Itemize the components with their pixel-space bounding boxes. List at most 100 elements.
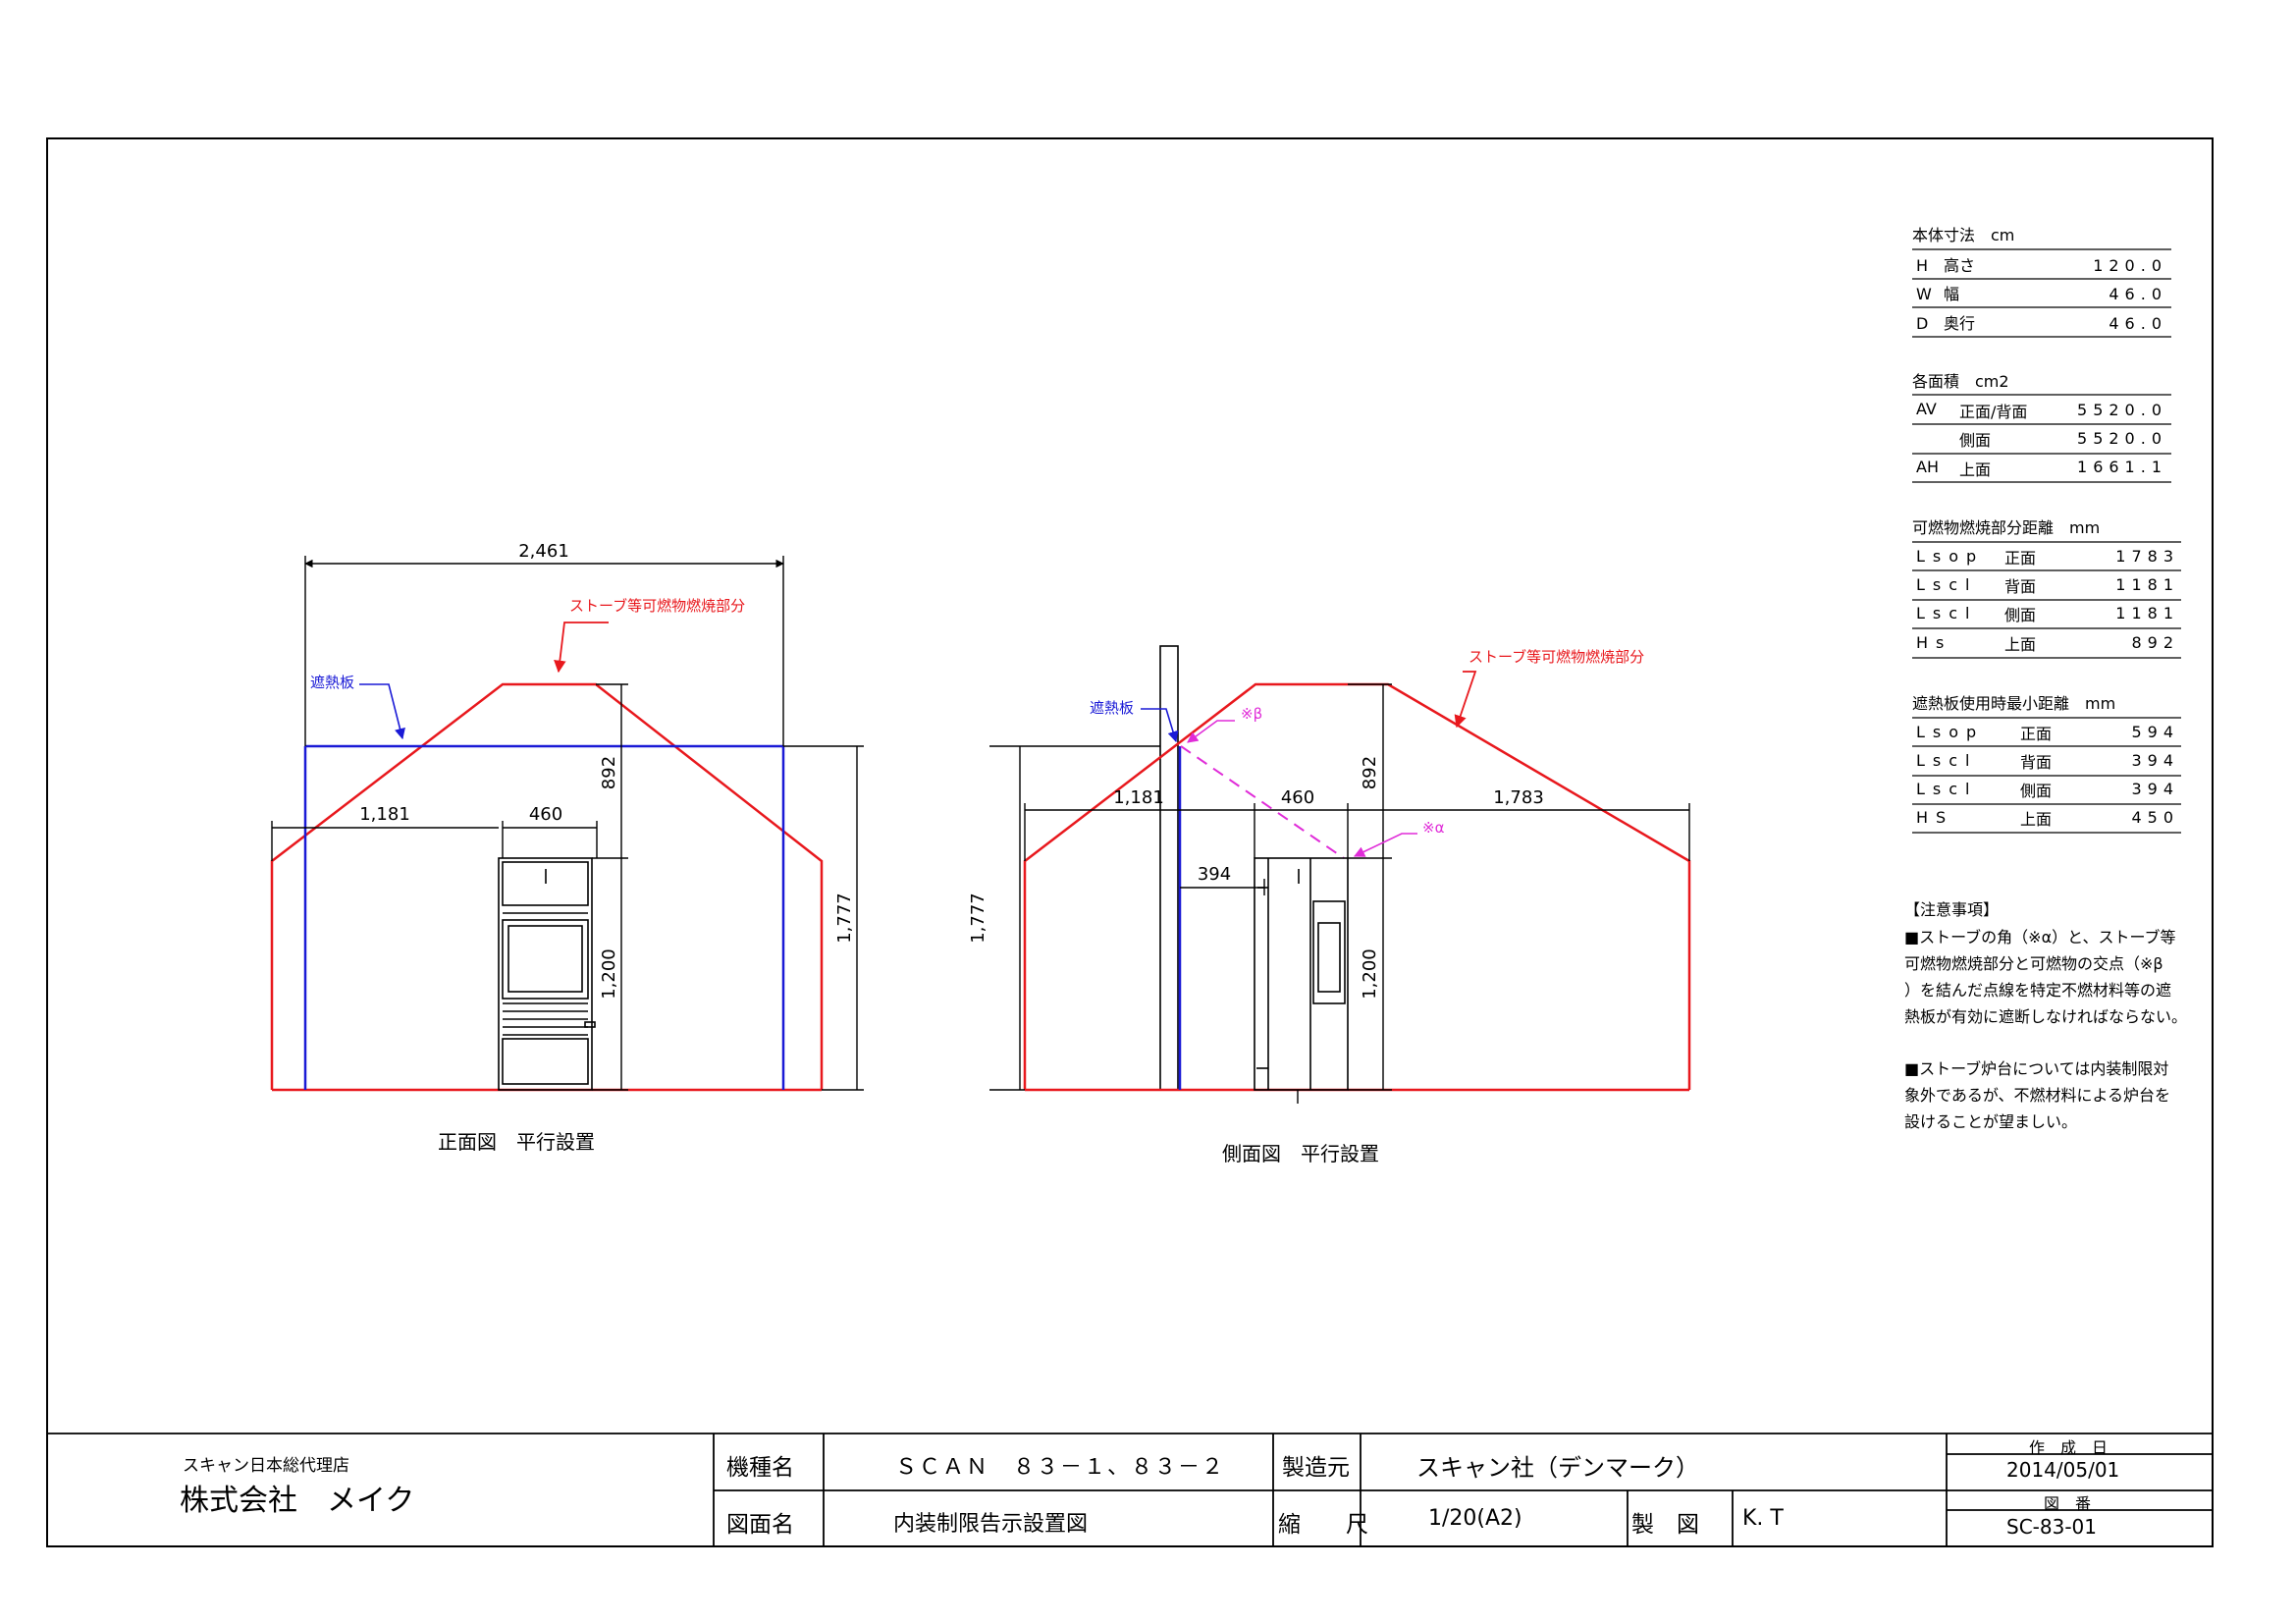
spec-distance-value: 892 bbox=[2131, 633, 2179, 652]
front-combustion-leader bbox=[554, 622, 609, 674]
spec-area-value: 5520.0 bbox=[2077, 401, 2167, 419]
note-line: 設けることが望ましい。 bbox=[1904, 1112, 2077, 1131]
note-line: ）を結んだ点線を特定不燃材料等の遮 bbox=[1904, 981, 2171, 1000]
side-dim-total: 1,777 bbox=[968, 893, 988, 944]
side-beta-mark: ※β bbox=[1241, 705, 1262, 723]
date-value: 2014/05/01 bbox=[2006, 1458, 2120, 1482]
spec-body-label: 高さ bbox=[1944, 256, 1975, 275]
side-beta-leader bbox=[1187, 720, 1235, 743]
drawing-label: 図面名 bbox=[726, 1512, 794, 1538]
drafter-label: 製 図 bbox=[1631, 1512, 1699, 1538]
spec-area-code: AH bbox=[1916, 458, 1939, 476]
date-label: 作 成 日 bbox=[2029, 1438, 2109, 1457]
spec-body-table: 本体寸法 cm H 高さ 120.0 W 幅 46.0 D 奥行 46.0 bbox=[1912, 226, 2171, 338]
side-shield-sightline bbox=[1180, 745, 1345, 859]
front-shield-callout: 遮熱板 bbox=[310, 674, 354, 691]
spec-shield-label: 側面 bbox=[2020, 782, 2052, 800]
spec-body-value: 120.0 bbox=[2093, 256, 2167, 275]
scale-value: 1/20(A2) bbox=[1428, 1506, 1522, 1531]
side-shield-callout: 遮熱板 bbox=[1090, 699, 1134, 717]
front-dim-width: 2,461 bbox=[518, 541, 569, 562]
side-dim-stove-height: 1,200 bbox=[1360, 948, 1380, 1000]
spec-area-table: 各面積 cm2 AV 正面/背面 5520.0 側面 5520.0 AH 上面 … bbox=[1912, 372, 2171, 483]
side-dim-front: 1,783 bbox=[1493, 787, 1544, 808]
front-dim-total: 1,777 bbox=[834, 893, 855, 944]
spec-body-value: 46.0 bbox=[2109, 285, 2167, 303]
spec-distance-label: 側面 bbox=[2004, 606, 2036, 624]
spec-distance-code: Lscl bbox=[1916, 575, 1978, 594]
side-view-title: 側面図 平行設置 bbox=[1222, 1142, 1379, 1165]
front-stove bbox=[498, 857, 596, 1091]
spec-area-code: AV bbox=[1916, 400, 1937, 418]
side-wall bbox=[1159, 645, 1179, 1091]
title-block-grid bbox=[46, 1433, 2214, 1547]
note-line: 象外であるが、不燃材料による炉台を bbox=[1904, 1086, 2170, 1105]
side-alpha-leader bbox=[1353, 833, 1417, 857]
scale-label: 縮 尺 bbox=[1278, 1512, 1368, 1538]
spec-distance-title: 可燃物燃焼部分距離 mm bbox=[1912, 518, 2100, 537]
spec-shield-label: 正面 bbox=[2020, 725, 2052, 743]
front-dim-side: 1,181 bbox=[359, 804, 410, 825]
company-name: 株式会社 メイク bbox=[180, 1484, 415, 1518]
spec-shield-label: 上面 bbox=[2020, 810, 2052, 829]
spec-distance-table: 可燃物燃焼部分距離 mm Lsop 正面 1783 Lscl 背面 1181 L… bbox=[1912, 518, 2181, 659]
spec-shield-code: Lscl bbox=[1916, 751, 1978, 770]
spec-shield-value: 394 bbox=[2131, 751, 2179, 770]
side-shield-leader bbox=[1141, 708, 1179, 743]
spec-distance-value: 1181 bbox=[2115, 604, 2179, 622]
spec-distance-value: 1181 bbox=[2115, 575, 2179, 594]
side-dim-shield-gap: 394 bbox=[1198, 864, 1231, 885]
spec-body-label: 奥行 bbox=[1944, 314, 1975, 333]
spec-distance-value: 1783 bbox=[2115, 547, 2179, 566]
model-label: 機種名 bbox=[726, 1455, 794, 1481]
spec-shield-table: 遮熱板使用時最小距離 mm Lsop 正面 594 Lscl 背面 394 Ls… bbox=[1912, 694, 2181, 834]
front-dim-stove-width: 460 bbox=[529, 804, 562, 825]
side-alpha-mark: ※α bbox=[1422, 819, 1445, 837]
side-view: 1,181 460 1,783 394 892 1,200 1,777 ストーブ… bbox=[968, 645, 1691, 1165]
side-stove bbox=[1254, 857, 1349, 1091]
side-combustion-leader bbox=[1454, 671, 1477, 729]
spec-body-label: 幅 bbox=[1944, 285, 1959, 303]
spec-area-label: 正面/背面 bbox=[1959, 403, 2027, 421]
spec-tables: 本体寸法 cm H 高さ 120.0 W 幅 46.0 D 奥行 46.0 各面… bbox=[1912, 226, 2181, 834]
spec-shield-label: 背面 bbox=[2020, 753, 2052, 772]
side-dim-back: 1,181 bbox=[1113, 787, 1164, 808]
notes: 【注意事項】 ■ストーブの角（※α）と、ストーブ等 可燃物燃焼部分と可燃物の交点… bbox=[1904, 900, 2187, 1131]
notes-title: 【注意事項】 bbox=[1904, 900, 1999, 919]
front-view: 2,461 1,181 460 892 1,200 1,777 ストーブ等可燃物… bbox=[270, 541, 864, 1154]
note-line: ■ストーブの角（※α）と、ストーブ等 bbox=[1904, 928, 2176, 947]
spec-distance-label: 正面 bbox=[2004, 549, 2036, 568]
drawing-value: 内装制限告示設置図 bbox=[893, 1512, 1089, 1537]
side-dim-stove-depth: 460 bbox=[1281, 787, 1314, 808]
front-view-title: 正面図 平行設置 bbox=[438, 1130, 595, 1154]
note-line: 熱板が有効に遮断しなければならない。 bbox=[1904, 1007, 2187, 1026]
spec-area-value: 1661.1 bbox=[2077, 458, 2167, 476]
spec-shield-value: 594 bbox=[2131, 723, 2179, 741]
front-dim-stove-height: 1,200 bbox=[599, 948, 619, 1000]
spec-body-value: 46.0 bbox=[2109, 314, 2167, 333]
spec-body-code: W bbox=[1916, 285, 1932, 303]
spec-area-value: 5520.0 bbox=[2077, 429, 2167, 448]
spec-area-label: 側面 bbox=[1959, 431, 1991, 450]
spec-distance-label: 背面 bbox=[2004, 577, 2036, 596]
spec-shield-code: Lscl bbox=[1916, 780, 1978, 798]
number-label: 図 番 bbox=[2044, 1494, 2092, 1513]
spec-distance-code: Hs bbox=[1916, 633, 1951, 652]
drafter-value: K. T bbox=[1742, 1506, 1784, 1531]
spec-body-code: H bbox=[1916, 256, 1928, 275]
note-line: ■ストーブ炉台については内装制限対 bbox=[1904, 1059, 2168, 1078]
company-subtitle: スキャン日本総代理店 bbox=[183, 1456, 349, 1476]
side-dim-top: 892 bbox=[1360, 756, 1380, 789]
spec-body-code: D bbox=[1916, 314, 1928, 333]
front-shield-leader bbox=[359, 683, 405, 740]
maker-value: スキャン社（デンマーク） bbox=[1416, 1454, 1699, 1482]
spec-shield-value: 394 bbox=[2131, 780, 2179, 798]
spec-shield-value: 450 bbox=[2131, 808, 2179, 827]
spec-body-title: 本体寸法 cm bbox=[1912, 226, 2014, 244]
model-value: ＳＣＡＮ ８３－１、８３－２ bbox=[895, 1455, 1226, 1480]
spec-distance-code: Lsop bbox=[1916, 547, 1984, 566]
note-line: 可燃物燃焼部分と可燃物の交点（※β bbox=[1904, 954, 2163, 973]
number-value: SC-83-01 bbox=[2006, 1515, 2097, 1539]
front-dim-top: 892 bbox=[599, 756, 619, 789]
